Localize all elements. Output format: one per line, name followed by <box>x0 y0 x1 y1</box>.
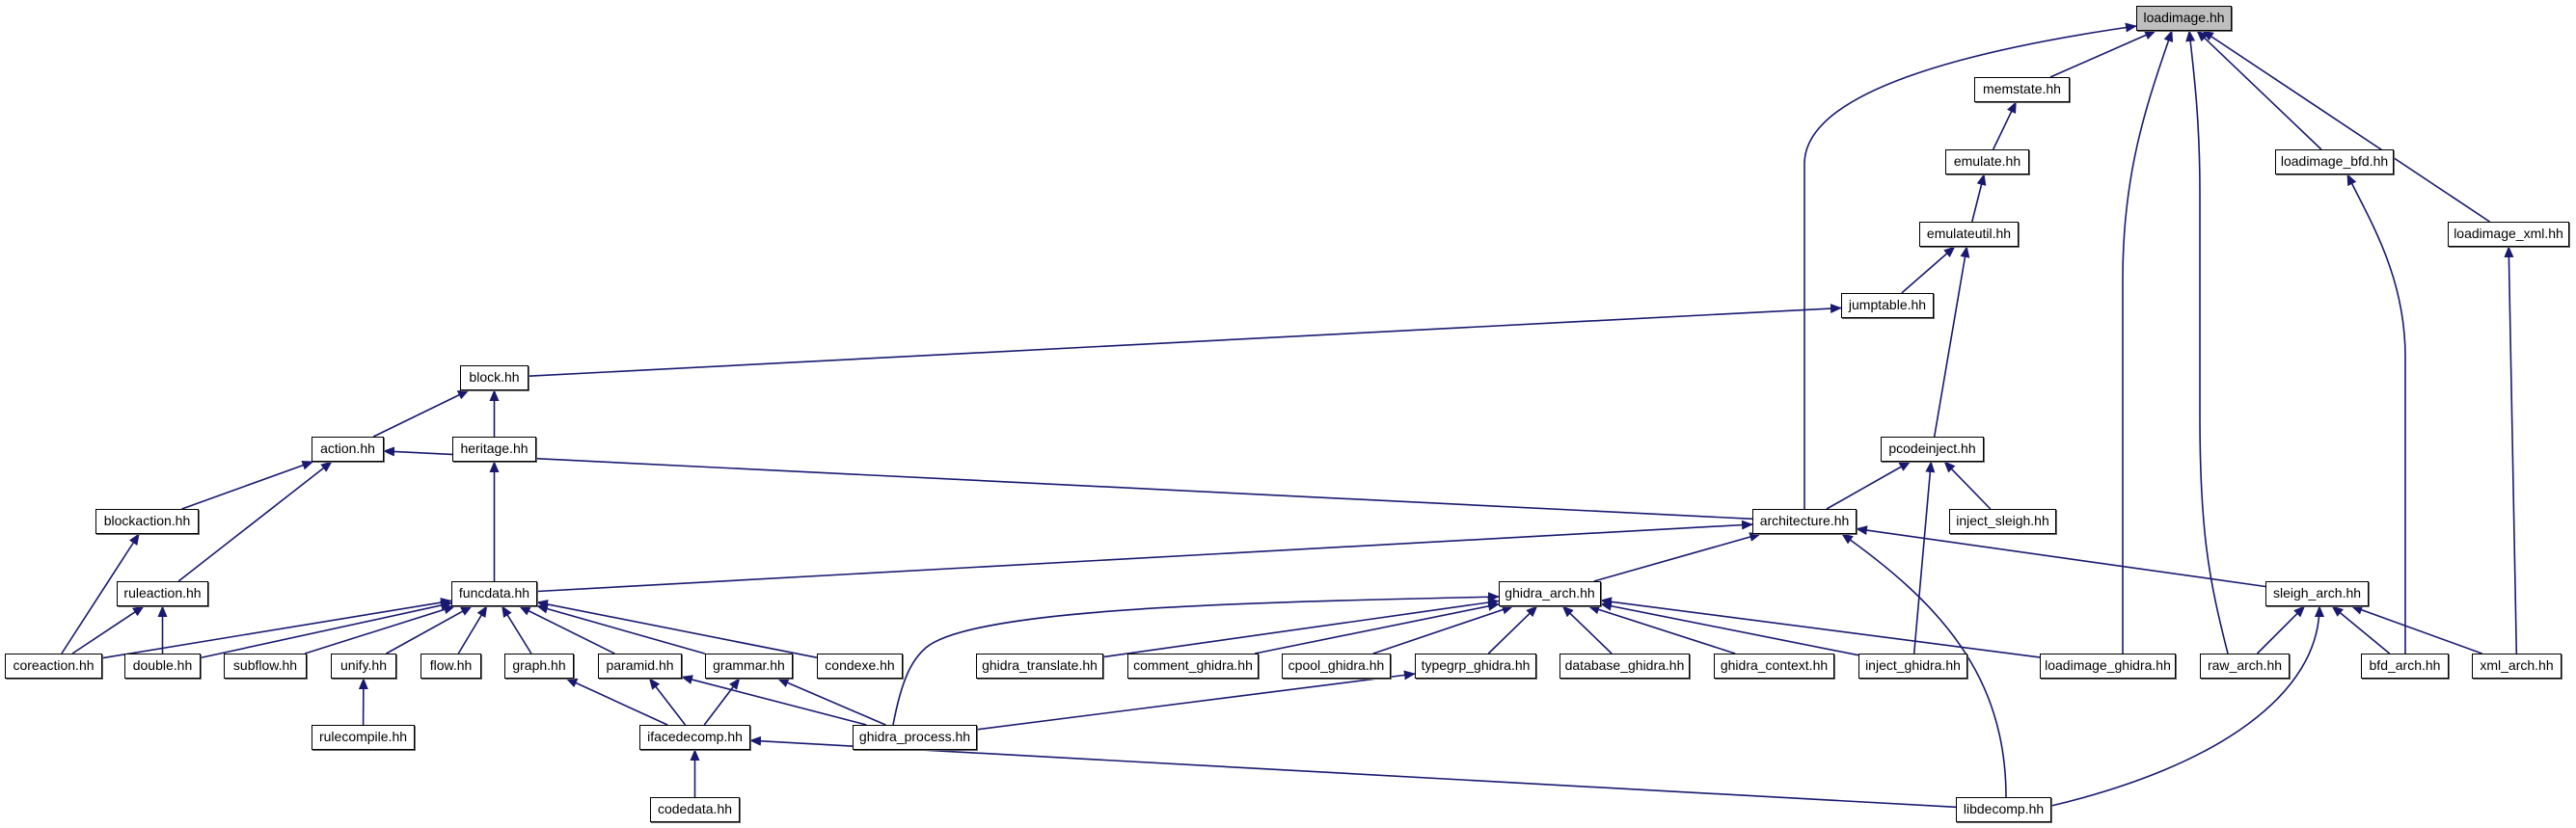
edge-ruleaction-to-action <box>177 461 333 582</box>
edge-architecture-to-loadimage <box>1803 22 2137 509</box>
node-loadimage: loadimage.hh <box>2136 6 2232 31</box>
node-block[interactable]: block.hh <box>460 365 529 390</box>
edge-coreaction-to-ruleaction <box>71 605 145 654</box>
edge-architecture-to-action <box>383 446 1753 521</box>
node-database-ghidra[interactable]: database_ghidra.hh <box>1559 654 1690 679</box>
node-heritage[interactable]: heritage.hh <box>452 437 536 462</box>
node-ghidra-context[interactable]: ghidra_context.hh <box>1714 654 1834 679</box>
edge-ghidra_process-to-ghidra_arch <box>892 592 1500 726</box>
edge-unify-to-funcdata <box>386 605 473 654</box>
edge-comment_ghidra-to-ghidra_arch <box>1254 601 1500 654</box>
node-ghidra-translate[interactable]: ghidra_translate.hh <box>976 654 1103 679</box>
node-loadimage-ghidra[interactable]: loadimage_ghidra.hh <box>2040 654 2176 679</box>
node-action[interactable]: action.hh <box>312 437 384 462</box>
edge-ifacedecomp-to-paramid <box>648 678 687 726</box>
node-inject-ghidra[interactable]: inject_ghidra.hh <box>1858 654 1967 679</box>
edge-bfd_arch-to-sleigh_arch <box>2331 605 2391 654</box>
node-libdecomp[interactable]: libdecomp.hh <box>1956 797 2051 822</box>
edge-action-to-block <box>372 389 470 438</box>
node-raw-arch[interactable]: raw_arch.hh <box>2200 654 2290 679</box>
edge-loadimage_ghidra-to-loadimage <box>2122 30 2174 654</box>
edge-libdecomp-to-architecture <box>1841 533 2007 798</box>
node-emulate[interactable]: emulate.hh <box>1945 149 2029 174</box>
edge-jumptable-to-emulateutil <box>1901 246 1956 294</box>
edge-libdecomp-to-sleigh_arch <box>2050 605 2324 807</box>
edge-ghidra_translate-to-ghidra_arch <box>1102 598 1500 658</box>
node-inject-sleigh[interactable]: inject_sleigh.hh <box>1949 509 2056 534</box>
edge-inject_ghidra-to-pcodeinject <box>1912 461 1936 654</box>
edge-loadimage_ghidra-to-ghidra_arch <box>1600 597 2041 658</box>
edge-xml_arch-to-sleigh_arch <box>2350 605 2482 654</box>
node-coreaction[interactable]: coreaction.hh <box>5 654 102 679</box>
node-ghidra-process[interactable]: ghidra_process.hh <box>853 725 977 750</box>
node-condexe[interactable]: condexe.hh <box>817 654 903 679</box>
edge-emulate-to-memstate <box>1992 101 2018 150</box>
node-loadimage-xml[interactable]: loadimage_xml.hh <box>2448 222 2569 247</box>
edge-inject_sleigh-to-pcodeinject <box>1943 461 1992 510</box>
edge-xml_arch-to-loadimage_xml <box>2504 246 2518 654</box>
node-typegrp-ghidra[interactable]: typegrp_ghidra.hh <box>1415 654 1536 679</box>
node-rulecompile[interactable]: rulecompile.hh <box>312 725 415 750</box>
edge-ifacedecomp-to-graph <box>565 678 668 726</box>
edge-ghidra_process-to-typegrp_ghidra <box>976 670 1416 731</box>
node-bfd-arch[interactable]: bfd_arch.hh <box>2361 654 2449 679</box>
edge-loadimage_bfd-to-loadimage <box>2196 30 2322 150</box>
node-architecture[interactable]: architecture.hh <box>1752 509 1857 534</box>
edge-block-to-jumptable <box>528 304 1842 377</box>
edge-grammar-to-funcdata <box>536 603 706 654</box>
node-ruleaction[interactable]: ruleaction.hh <box>117 581 208 606</box>
node-flow[interactable]: flow.hh <box>420 654 481 679</box>
node-paramid[interactable]: paramid.hh <box>598 654 682 679</box>
edge-condexe-to-funcdata <box>536 600 818 658</box>
node-memstate[interactable]: memstate.hh <box>1974 77 2070 102</box>
edge-inject_ghidra-to-ghidra_arch <box>1600 601 1859 656</box>
node-graph[interactable]: graph.hh <box>504 654 574 679</box>
edge-database_ghidra-to-ghidra_arch <box>1561 605 1613 654</box>
edge-flow-to-funcdata <box>457 605 488 654</box>
node-double[interactable]: double.hh <box>124 654 201 679</box>
node-xml-arch[interactable]: xml_arch.hh <box>2472 654 2562 679</box>
node-grammar[interactable]: grammar.hh <box>705 654 793 679</box>
node-jumptable[interactable]: jumptable.hh <box>1841 293 1934 318</box>
edge-emulateutil-to-emulate <box>1971 174 1987 223</box>
edge-ghidra_context-to-ghidra_arch <box>1587 604 1736 654</box>
node-subflow[interactable]: subflow.hh <box>224 654 307 679</box>
node-loadimage-bfd[interactable]: loadimage_bfd.hh <box>2275 149 2394 174</box>
node-funcdata[interactable]: funcdata.hh <box>451 581 537 606</box>
node-sleigh-arch[interactable]: sleigh_arch.hh <box>2265 581 2369 606</box>
edge-graph-to-funcdata <box>501 605 532 654</box>
node-ghidra-arch[interactable]: ghidra_arch.hh <box>1499 581 1601 606</box>
node-ifacedecomp[interactable]: ifacedecomp.hh <box>639 725 750 750</box>
node-cpool-ghidra[interactable]: cpool_ghidra.hh <box>1282 654 1391 679</box>
edge-typegrp_ghidra-to-ghidra_arch <box>1487 605 1538 654</box>
edge-coreaction-to-blockaction <box>61 533 140 654</box>
edge-sleigh_arch-to-architecture <box>1856 525 2266 588</box>
edge-ghidra_process-to-paramid <box>681 675 867 726</box>
edge-funcdata-to-architecture <box>536 520 1753 593</box>
edge-coreaction-to-funcdata <box>101 598 452 659</box>
node-codedata[interactable]: codedata.hh <box>650 797 740 822</box>
edge-blockaction-to-action <box>181 461 314 510</box>
edge-architecture-to-pcodeinject <box>1826 461 1912 510</box>
node-blockaction[interactable]: blockaction.hh <box>95 509 199 534</box>
edge-pcodeinject-to-emulateutil <box>1933 246 1970 438</box>
edge-cpool_ghidra-to-ghidra_arch <box>1372 604 1514 654</box>
node-unify[interactable]: unify.hh <box>331 654 396 679</box>
edge-raw_arch-to-sleigh_arch <box>2256 605 2306 654</box>
edge-libdecomp-to-ifacedecomp <box>749 735 1957 809</box>
node-emulateutil[interactable]: emulateutil.hh <box>1919 222 2019 247</box>
node-comment-ghidra[interactable]: comment_ghidra.hh <box>1127 654 1259 679</box>
edge-ghidra_arch-to-architecture <box>1593 532 1762 582</box>
node-pcodeinject[interactable]: pcodeinject.hh <box>1881 437 1984 462</box>
edge-raw_arch-to-loadimage <box>2185 30 2229 654</box>
edge-double-to-funcdata <box>200 601 452 659</box>
edge-memstate-to-loadimage <box>2049 30 2156 78</box>
edge-bfd_arch-to-loadimage_bfd <box>2346 174 2406 654</box>
edge-ghidra_process-to-grammar <box>776 678 886 726</box>
edge-paramid-to-funcdata <box>518 605 615 654</box>
edge-ifacedecomp-to-grammar <box>703 678 741 726</box>
edge-loadimage_xml-to-loadimage <box>2202 30 2490 223</box>
edge-subflow-to-funcdata <box>304 604 456 654</box>
